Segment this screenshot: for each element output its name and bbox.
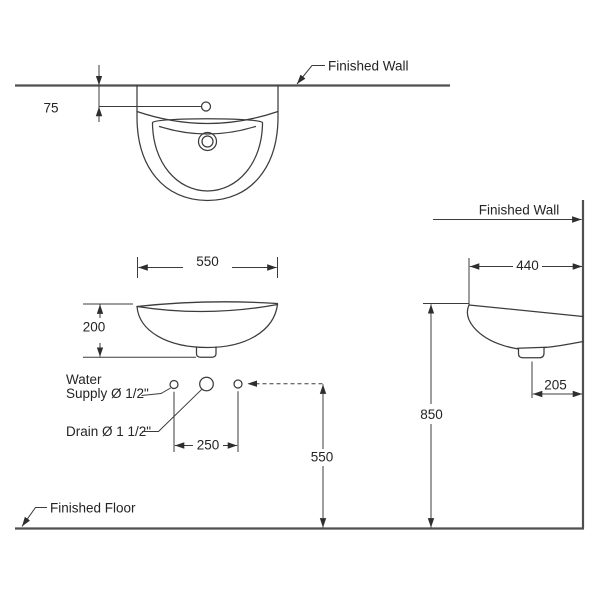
basin-side-underside xyxy=(516,346,547,349)
basin-side-front xyxy=(466,304,520,350)
finished-wall-top-label: Finished Wall xyxy=(328,59,409,74)
dim-200-value: 200 xyxy=(83,320,106,335)
front-view: 550 200 xyxy=(83,254,279,358)
water-supply-leader xyxy=(141,387,171,396)
dim-850-value: 850 xyxy=(420,407,443,422)
finished-wall-side-label: Finished Wall xyxy=(479,203,560,218)
basin-bowl-top xyxy=(151,118,264,192)
dim-205: 205 xyxy=(531,361,583,398)
basin-side-trap xyxy=(517,347,545,359)
dim-75: 75 xyxy=(43,65,202,122)
side-view: Finished Wall 440 205 850 xyxy=(420,200,585,529)
drain-leader xyxy=(142,388,203,432)
drain-hole-outer xyxy=(197,131,218,152)
faucet-hole xyxy=(200,101,212,112)
water-supply-left-point xyxy=(169,379,179,390)
dim-550-height-value: 550 xyxy=(311,450,334,465)
basin-front-rim-top xyxy=(136,301,279,308)
top-view: Finished Wall 75 xyxy=(15,59,450,202)
dim-440: 440 xyxy=(468,258,583,305)
basin-top-outline xyxy=(136,84,279,202)
dim-205-value: 205 xyxy=(544,378,567,393)
water-supply-label-line2: Supply Ø 1/2" xyxy=(66,386,149,401)
dim-250-value: 250 xyxy=(197,438,220,453)
dim-200: 200 xyxy=(83,303,196,358)
basin-front-bowl xyxy=(136,303,279,349)
drain-point xyxy=(199,376,214,392)
dim-850: 850 xyxy=(420,303,469,528)
basin-side-top xyxy=(468,304,584,318)
basin-side-bottom-to-wall xyxy=(543,340,584,349)
basin-deck-edge xyxy=(136,110,279,125)
dim-550-width: 550 xyxy=(137,254,278,278)
water-supply-label-line1: Water xyxy=(66,372,102,387)
basin-front-rim-bottom xyxy=(136,303,279,313)
connection-points: Water Supply Ø 1/2" Drain Ø 1 1/2" 250 5… xyxy=(66,372,333,528)
dim-75-value: 75 xyxy=(43,101,58,116)
drain-label: Drain Ø 1 1/2" xyxy=(66,424,151,439)
dim-550-height: 550 xyxy=(247,380,334,528)
finished-floor-label: Finished Floor xyxy=(50,501,136,516)
water-supply-right-point xyxy=(233,379,243,389)
dim-440-value: 440 xyxy=(516,258,539,273)
floor: Finished Floor xyxy=(15,501,584,530)
basin-front-drain-tab xyxy=(195,346,217,358)
bowl-back-edge xyxy=(158,125,257,135)
drain-hole-inner xyxy=(201,135,214,148)
dim-550-width-value: 550 xyxy=(196,254,219,269)
finished-floor-leader-arrow xyxy=(21,507,47,527)
dim-250: 250 xyxy=(173,391,239,453)
finished-wall-top-leader-arrow xyxy=(296,65,325,85)
